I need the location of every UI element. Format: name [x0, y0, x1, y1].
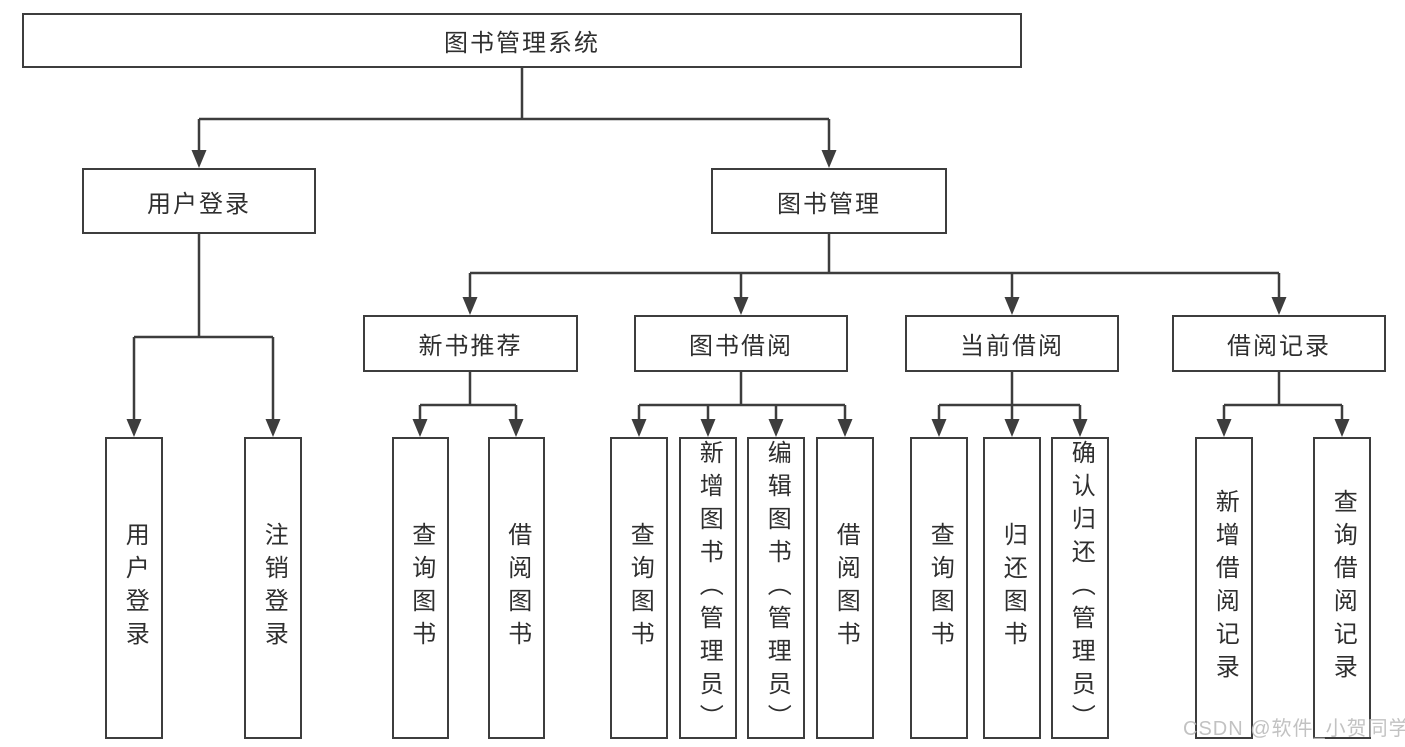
- node-current-borrow: 当前借阅: [905, 315, 1119, 372]
- leaf-add-book-admin-label: 新增图书（管理员）: [695, 439, 723, 737]
- node-borrow-records: 借阅记录: [1172, 315, 1386, 372]
- leaf-edit-book-admin-label: 编辑图书（管理员）: [763, 439, 791, 737]
- leaf-return-books-label: 归还图书: [999, 522, 1027, 654]
- leaf-user-login: 用户登录: [105, 437, 163, 739]
- leaf-edit-book-admin: 编辑图书（管理员）: [747, 437, 805, 739]
- leaf-query-borrow-record-label: 查询借阅记录: [1329, 489, 1357, 687]
- connector-bookborrow-to-leaves: [637, 372, 847, 424]
- leaf-user-login-label: 用户登录: [121, 522, 149, 654]
- leaf-logout-label: 注销登录: [260, 522, 288, 654]
- leaf-add-borrow-record: 新增借阅记录: [1195, 437, 1253, 739]
- leaf-query-books-3-label: 查询图书: [926, 522, 954, 654]
- node-book-management: 图书管理: [711, 168, 947, 234]
- node-library-system: 图书管理系统: [22, 13, 1022, 68]
- node-book-borrow: 图书借阅: [634, 315, 848, 372]
- leaf-query-books-3: 查询图书: [910, 437, 968, 739]
- arrowheads: [126, 150, 1350, 437]
- watermark: CSDN @软件_小贺同学: [1183, 718, 1405, 740]
- connector-records-to-leaves: [1222, 372, 1344, 424]
- node-user-login-group: 用户登录: [82, 168, 316, 234]
- leaf-query-books-1: 查询图书: [392, 437, 449, 739]
- leaf-borrow-books-1-label: 借阅图书: [503, 522, 531, 654]
- leaf-query-borrow-record: 查询借阅记录: [1313, 437, 1371, 739]
- leaf-add-book-admin: 新增图书（管理员）: [679, 437, 737, 739]
- leaf-borrow-books-1: 借阅图书: [488, 437, 545, 739]
- leaf-borrow-books-2-label: 借阅图书: [832, 522, 860, 654]
- leaf-confirm-return-admin-label: 确认归还（管理员）: [1067, 439, 1095, 737]
- leaf-confirm-return-admin: 确认归还（管理员）: [1051, 437, 1109, 739]
- leaf-return-books: 归还图书: [983, 437, 1041, 739]
- node-new-book-recommend: 新书推荐: [363, 315, 578, 372]
- leaf-query-books-2: 查询图书: [610, 437, 668, 739]
- connector-userlogin-to-leaves: [132, 234, 275, 424]
- leaf-add-borrow-record-label: 新增借阅记录: [1211, 489, 1239, 687]
- leaf-query-books-1-label: 查询图书: [407, 522, 435, 654]
- connector-bookmgmt-to-level3: [468, 234, 1281, 302]
- leaf-borrow-books-2: 借阅图书: [816, 437, 874, 739]
- connector-root-to-level2: [197, 68, 831, 155]
- leaf-logout: 注销登录: [244, 437, 302, 739]
- leaf-query-books-2-label: 查询图书: [626, 522, 654, 654]
- connector-currentborrow-to-leaves: [937, 372, 1082, 424]
- connector-newbook-to-leaves: [418, 372, 518, 424]
